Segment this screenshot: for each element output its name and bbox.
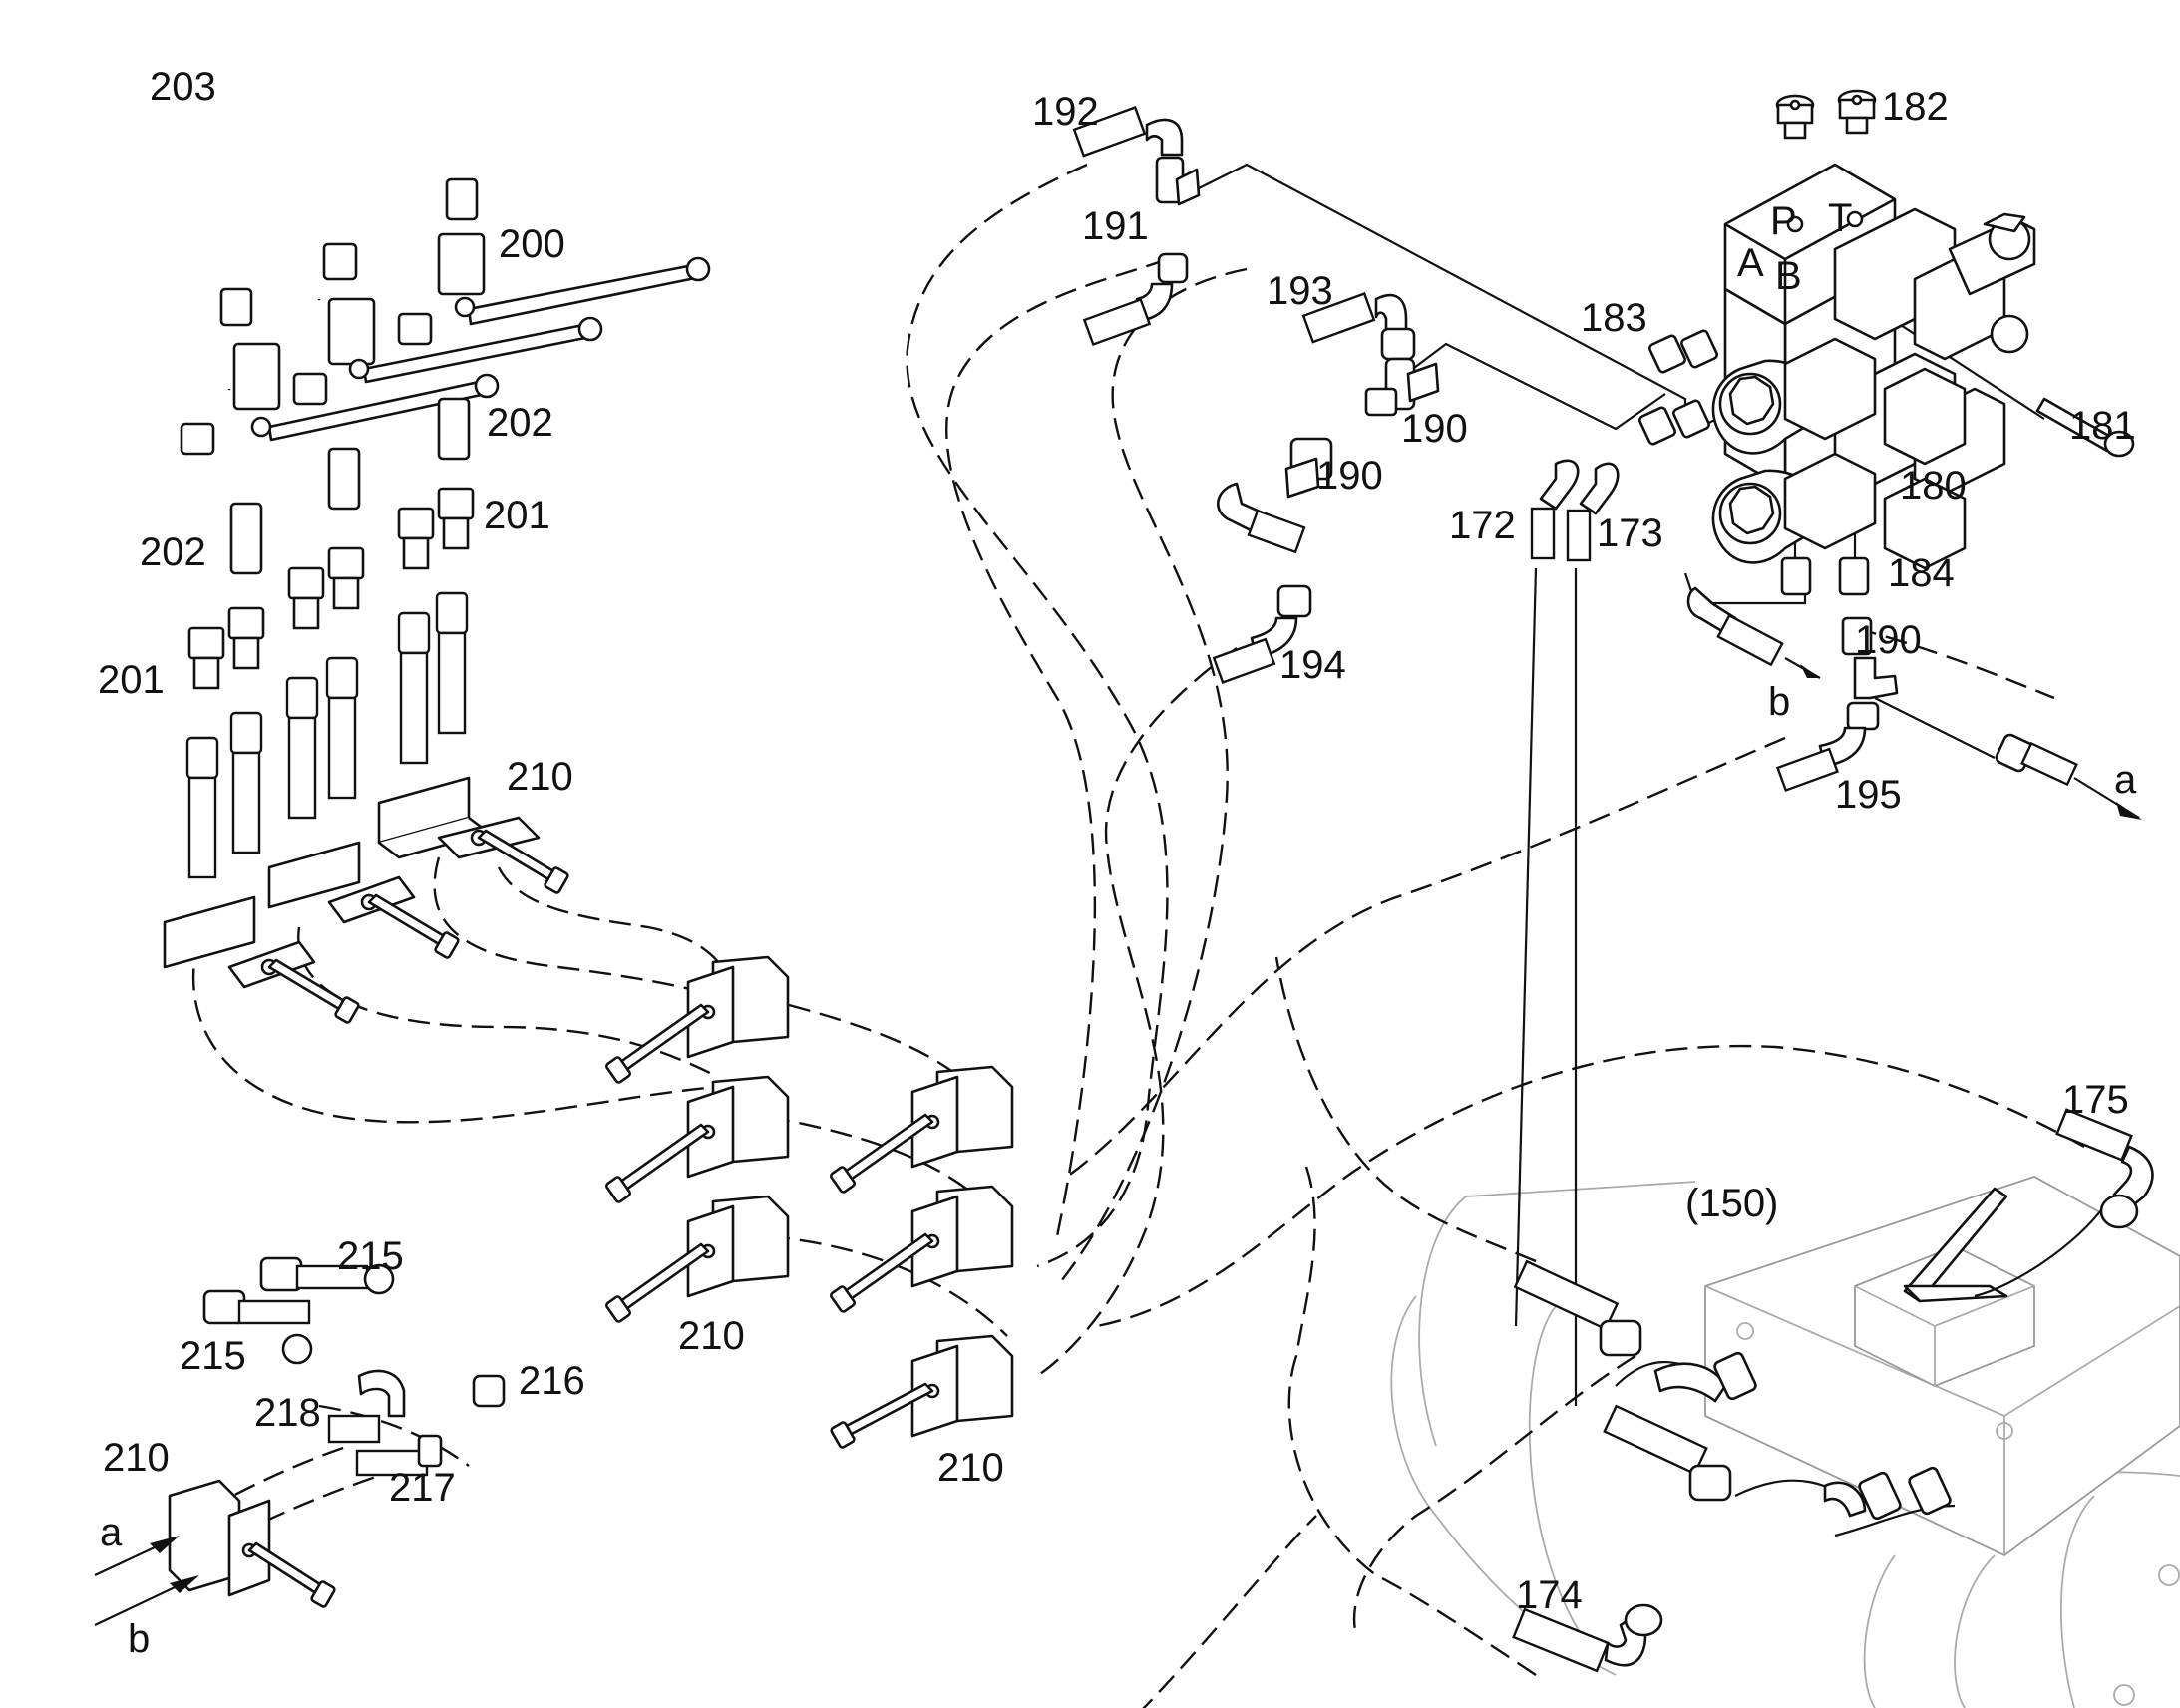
motor-lever: [1903, 1187, 2008, 1303]
fitting-201: [187, 487, 475, 690]
fittings-190-194: [1072, 106, 1440, 684]
label-195: 195: [1835, 773, 1902, 817]
label-210-c: 210: [937, 1446, 1004, 1490]
label-181: 181: [2069, 404, 2136, 448]
label-190-c: 190: [1855, 618, 1922, 662]
elbow-174: [1512, 1603, 1663, 1673]
label-210-b: 210: [678, 1314, 745, 1358]
port-b: B: [1775, 254, 1802, 298]
label-182: 182: [1882, 85, 1949, 129]
label-200: 200: [499, 222, 565, 266]
part-labels: 203 200 202 202 201 201 210 210 210 210 …: [98, 65, 2137, 1661]
label-191: 191: [1082, 204, 1149, 248]
label-215-a: 215: [337, 1234, 404, 1278]
label-175: 175: [2062, 1078, 2129, 1122]
hoses-172-173: [1530, 459, 1620, 562]
label-172: 172: [1449, 504, 1516, 547]
label-216: 216: [519, 1359, 585, 1403]
hose-195-and-a-out: [1775, 697, 2142, 820]
label-183: 183: [1581, 296, 1647, 340]
label-b-left: b: [128, 1617, 150, 1661]
clamp-210-left: [163, 776, 569, 1024]
port-t: T: [1828, 196, 1852, 240]
label-201-a: 201: [484, 494, 550, 537]
label-b-right: b: [1768, 680, 1790, 724]
label-194: 194: [1279, 643, 1346, 687]
label-203: 203: [150, 65, 216, 109]
input-arrows: [94, 1536, 199, 1626]
hose-routes: [179, 163, 2085, 1708]
motor-hose-ends: [1513, 1259, 1952, 1521]
label-174: 174: [1516, 1573, 1583, 1617]
label-217: 217: [389, 1466, 456, 1510]
bolt-181: [2035, 397, 2135, 458]
hose-b-out: [1686, 586, 1821, 679]
clamp-210-right: [830, 1065, 1014, 1449]
label-210-d: 210: [103, 1436, 170, 1480]
label-184: 184: [1888, 551, 1955, 595]
motor-150: [1390, 1176, 2180, 1708]
label-210-a: 210: [507, 755, 573, 799]
fittings-183: [1637, 329, 1719, 446]
label-192: 192: [1032, 90, 1099, 134]
elbow-175: [2055, 1108, 2154, 1229]
adapter-202: [229, 397, 471, 575]
fittings-215-218: [202, 1256, 506, 1477]
hose-ends-left: [185, 591, 469, 879]
clamp-210-bottom-left: [168, 1479, 336, 1608]
label-218: 218: [254, 1391, 321, 1435]
label-a-right: a: [2114, 758, 2137, 802]
valve-block-180: P T A B: [1711, 163, 2036, 570]
fittings-184: [1780, 556, 1899, 700]
label-202-b: 202: [140, 530, 206, 574]
label-150: (150): [1685, 1182, 1778, 1225]
ball-valve-assembly-200-203: [131, 44, 711, 456]
plugs-182: [1775, 89, 1877, 140]
label-180: 180: [1900, 464, 1967, 508]
label-190-a: 190: [1401, 407, 1468, 451]
label-193: 193: [1267, 269, 1333, 313]
label-190-b: 190: [1316, 454, 1383, 498]
port-a: A: [1737, 241, 1764, 285]
label-201-b: 201: [98, 658, 165, 702]
port-p: P: [1770, 199, 1797, 243]
label-215-b: 215: [180, 1334, 246, 1378]
label-202-a: 202: [487, 401, 553, 445]
label-a-left: a: [100, 1511, 123, 1554]
clamp-210-middle: [605, 955, 790, 1323]
label-173: 173: [1597, 512, 1663, 555]
